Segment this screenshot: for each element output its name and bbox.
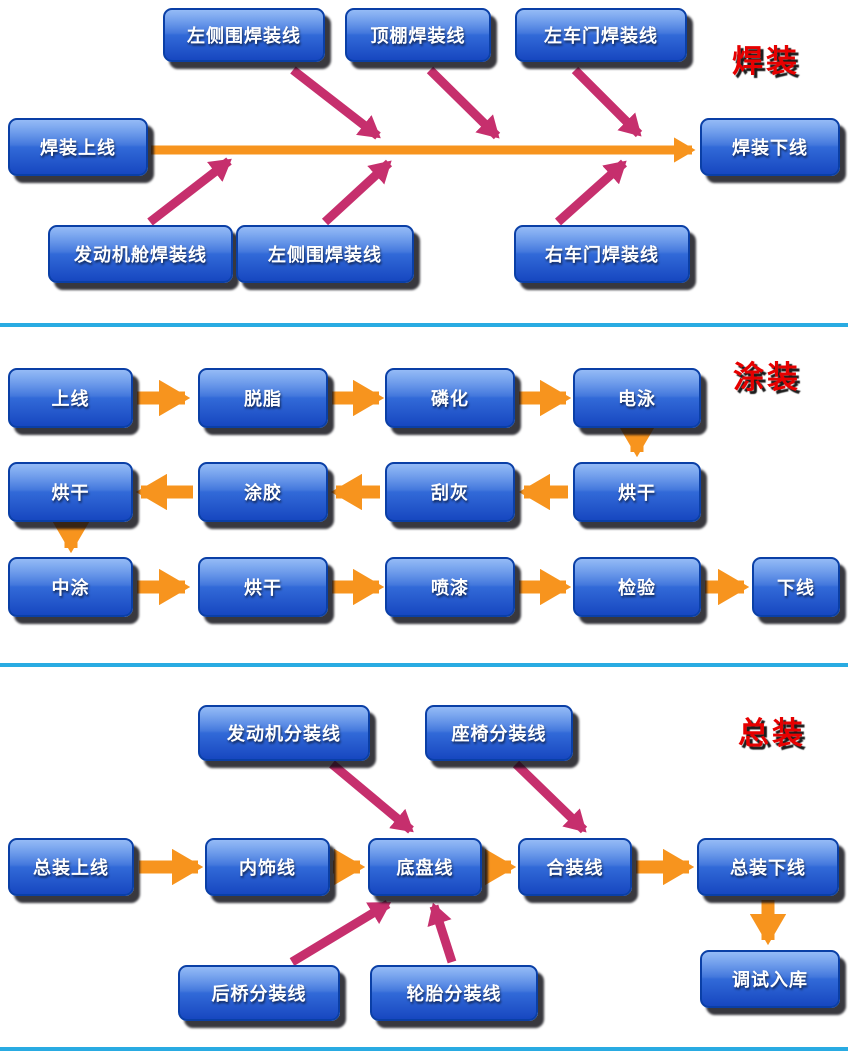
section-divider (0, 663, 848, 667)
node-paint-phosphate: 磷化 (385, 368, 515, 428)
node-assy-engine-sub: 发动机分装线 (198, 705, 370, 761)
node-paint-dry-left: 烘干 (8, 462, 133, 522)
section-divider (0, 1047, 848, 1051)
node-welding-feeder-top-0: 左侧围焊装线 (163, 8, 325, 62)
node-paint-inspect: 检验 (573, 557, 701, 617)
node-paint-electro: 电泳 (573, 368, 701, 428)
node-welding-start: 焊装上线 (8, 118, 148, 176)
node-paint-dry-right: 烘干 (573, 462, 701, 522)
node-assy-start: 总装上线 (8, 838, 134, 896)
arrow-feeder-right-door (555, 159, 627, 226)
node-welding-feeder-top-1: 顶棚焊装线 (345, 8, 491, 62)
node-paint-spray: 喷漆 (385, 557, 515, 617)
node-paint-glue: 涂胶 (198, 462, 328, 522)
node-paint-offline: 下线 (752, 557, 840, 617)
node-assy-interior: 内饰线 (205, 838, 330, 896)
node-welding-feeder-bottom-2: 右车门焊装线 (514, 225, 690, 283)
arrow-feeder-engine-sub (329, 760, 414, 834)
node-paint-dry3: 烘干 (198, 557, 328, 617)
node-paint-scrape: 刮灰 (385, 462, 515, 522)
node-assy-end: 总装下线 (697, 838, 839, 896)
node-welding-feeder-top-2: 左车门焊装线 (515, 8, 687, 62)
section-label-painting: 涂装 (733, 360, 801, 395)
node-welding-feeder-bottom-0: 发动机舱焊装线 (48, 225, 233, 283)
section-divider (0, 323, 848, 327)
arrow-feeder-side-top (290, 66, 381, 140)
node-assy-tire-sub: 轮胎分装线 (370, 965, 538, 1021)
arrow-feeder-rear-axle-sub (289, 900, 392, 966)
node-assy-final: 调试入库 (700, 950, 840, 1008)
node-assy-chassis: 底盘线 (368, 838, 482, 896)
node-welding-feeder-bottom-1: 左侧围焊装线 (236, 225, 414, 283)
node-welding-end: 焊装下线 (700, 118, 840, 176)
node-paint-degrease: 脱脂 (198, 368, 328, 428)
node-assy-marriage: 合装线 (518, 838, 632, 896)
arrow-feeder-side-bottom (321, 159, 393, 226)
arrow-feeder-roof (426, 66, 501, 140)
node-assy-rear-axle-sub: 后桥分装线 (178, 965, 340, 1021)
arrow-feeder-tire-sub (427, 902, 457, 964)
node-paint-online: 上线 (8, 368, 133, 428)
section-label-welding: 焊装 (732, 44, 800, 79)
arrow-feeder-left-door (571, 66, 643, 138)
section-label-assembly: 总装 (738, 716, 806, 751)
node-assy-seat-sub: 座椅分装线 (425, 705, 573, 761)
arrow-feeder-engine-bay (147, 157, 232, 226)
node-paint-midcoat: 中涂 (8, 557, 133, 617)
arrow-feeder-seat-sub (512, 760, 588, 834)
